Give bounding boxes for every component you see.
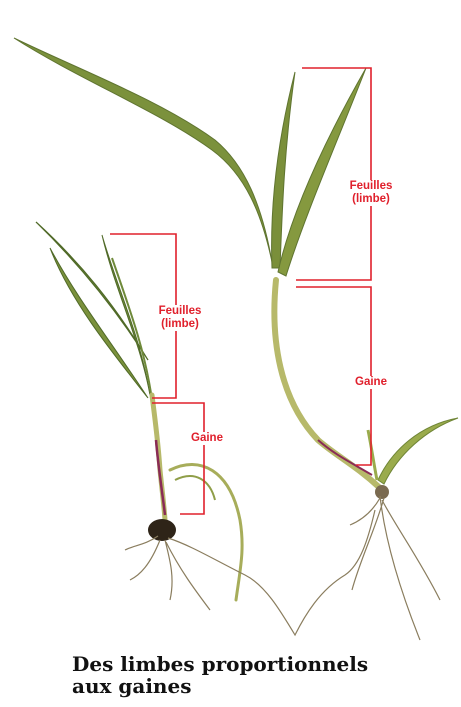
left-sheath-label: Gaine xyxy=(182,432,232,445)
caption: Des limbes proportionnels aux gaines xyxy=(72,653,432,697)
left-plant-leaf-3 xyxy=(102,235,150,395)
right-sheath-label: Gaine xyxy=(346,376,396,389)
left-plant xyxy=(36,222,375,635)
left-leaf-label: Feuilles (limbe) xyxy=(148,305,212,331)
left-plant-leaf-1 xyxy=(36,222,148,360)
right-plant-long-leaf xyxy=(14,38,272,262)
right-plant-side-shoot xyxy=(378,418,458,484)
left-plant-curl-leaf xyxy=(170,464,242,600)
right-leaf-bracket xyxy=(296,68,371,280)
right-leaf-label: Feuilles (limbe) xyxy=(338,180,404,206)
left-plant-root-crown xyxy=(148,519,176,541)
right-plant xyxy=(14,38,458,640)
right-plant-roots xyxy=(350,496,440,640)
